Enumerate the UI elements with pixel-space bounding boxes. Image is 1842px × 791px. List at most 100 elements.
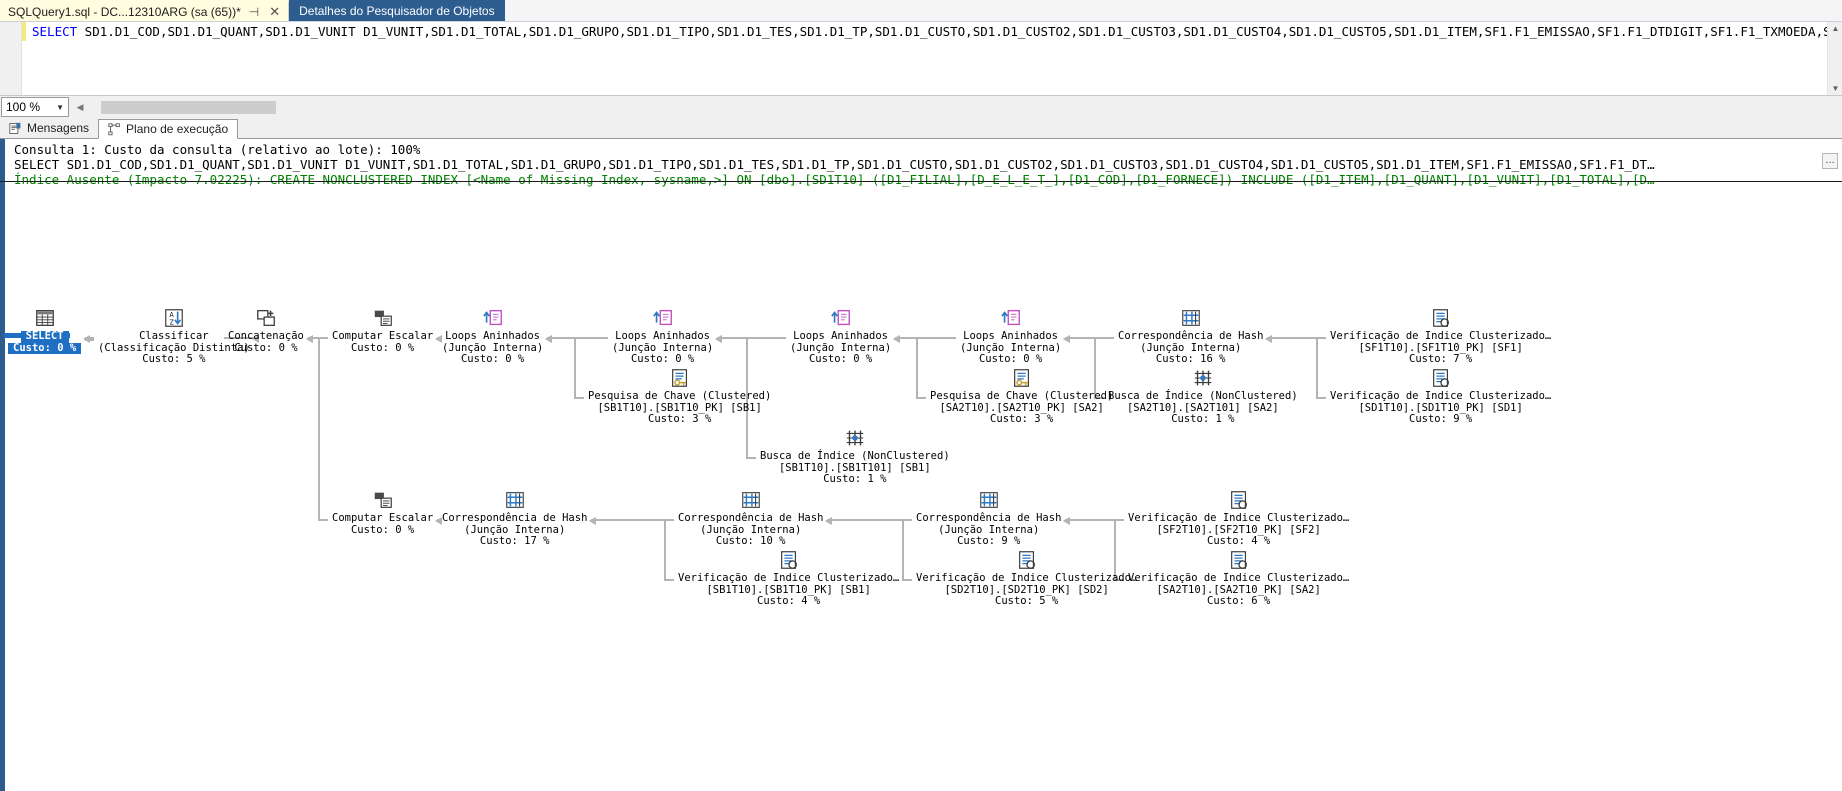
plan-node-idxseek2[interactable]: Busca de Índice (NonClustered)[SB1T10].[… (760, 427, 950, 486)
plan-edge (1114, 579, 1124, 581)
svg-text:A: A (169, 310, 174, 319)
tab-label: Plano de execução (126, 122, 229, 136)
node-label-0: Verificação de Indice Clusterizado… (1330, 330, 1552, 342)
editor-sql-line: SELECT SD1.D1_COD,SD1.D1_QUANT,SD1.D1_VU… (32, 24, 1842, 39)
node-icon-wrap (372, 489, 394, 511)
plan-node-nl3[interactable]: Loops Aninhados(Junção Interna)Custo: 0 … (790, 307, 891, 366)
plan-query-text: SELECT SD1.D1_COD,SD1.D1_QUANT,SD1.D1_VU… (14, 157, 1655, 172)
tab-sqlquery1[interactable]: SQLQuery1.sql - DC...12310ARG (sa (65))*… (0, 0, 290, 21)
plan-node-ciscan1[interactable]: Verificação de Indice Clusterizado…[SF1T… (1330, 307, 1551, 366)
plan-edge (1316, 337, 1318, 397)
node-label-0: SELECT (20, 330, 69, 343)
node-cost: Custo: 1 % (823, 473, 887, 485)
plan-node-ciscan3[interactable]: Verificação de Indice Clusterizado…[SF2T… (1128, 489, 1349, 548)
result-grid-icon (35, 310, 54, 326)
node-icon-wrap (1228, 489, 1250, 511)
node-label-0: Classificar (139, 330, 209, 342)
clustered-index-scan-icon (1230, 491, 1247, 509)
plan-arrowhead (306, 335, 313, 343)
node-label-0: Busca de Índice (NonClustered) (760, 450, 950, 462)
plan-node-keylookup2[interactable]: Pesquisa de Chave (Clustered)[SA2T10].[S… (930, 367, 1113, 426)
node-label-0: Verificação de Indice Clusterizado… (1330, 390, 1552, 402)
node-label-0: Pesquisa de Chave (Clustered) (588, 390, 772, 402)
node-cost: Custo: 0 % (978, 353, 1043, 365)
clustered-index-scan-icon (780, 551, 797, 569)
plan-node-hash4[interactable]: Correspondência de Hash(Junção Interna)C… (916, 489, 1061, 548)
hash-match-icon (979, 492, 998, 508)
node-cost: Custo: 6 % (1207, 595, 1271, 607)
plan-expand-button[interactable]: … (1822, 153, 1838, 169)
plan-node-hash1[interactable]: Correspondência de Hash(Junção Interna)C… (1118, 307, 1263, 366)
node-icon-wrap (669, 367, 691, 389)
plan-edge (318, 337, 320, 519)
node-label-1: (Junção Interna) (700, 523, 802, 536)
editor-change-bar (22, 22, 26, 41)
clustered-index-scan-icon (1432, 309, 1449, 327)
plan-edge (547, 337, 574, 339)
plan-node-keylookup1[interactable]: Pesquisa de Chave (Clustered)[SB1T10].[S… (588, 367, 771, 426)
plan-node-ciscan2[interactable]: Verificação de Indice Clusterizado…[SD1T… (1330, 367, 1551, 426)
plan-node-nl4[interactable]: Loops Aninhados(Junção Interna)Custo: 0 … (960, 307, 1061, 366)
node-cost: Custo: 0 % (234, 341, 298, 354)
clustered-index-scan-icon (1432, 369, 1449, 387)
tab-object-explorer-details[interactable]: Detalhes do Pesquisador de Objetos (289, 0, 505, 21)
node-label-0: Verificação de Indice Clusterizado… (1128, 572, 1350, 584)
node-label-1: [SF2T10].[SF2T10_PK] [SF2] (1156, 523, 1321, 536)
plan-node-ciscan4[interactable]: Verificação de Indice Clusterizado…[SB1T… (678, 549, 899, 608)
svg-text:Z: Z (169, 317, 174, 326)
tab-plano-de-execucao[interactable]: Plano de execução (98, 119, 239, 139)
compute-scalar-icon (374, 492, 392, 508)
node-icon-wrap (652, 307, 674, 329)
chevron-down-icon[interactable]: ▼ (56, 102, 64, 112)
editor-vertical-scrollbar[interactable]: ▲ ▼ (1827, 22, 1842, 95)
node-cost: Custo: 5 % (142, 353, 206, 365)
node-icon-wrap (1430, 367, 1452, 389)
editor-horizontal-scrollbar[interactable]: ◀ (73, 99, 1842, 115)
tab-label: SQLQuery1.sql - DC...12310ARG (sa (65))* (8, 4, 241, 19)
hash-match-icon (741, 492, 760, 508)
node-icon-wrap (778, 549, 800, 571)
plan-node-nl2[interactable]: Loops Aninhados(Junção Interna)Custo: 0 … (612, 307, 713, 366)
plan-arrowhead (715, 335, 722, 343)
plan-node-hash3[interactable]: Correspondência de Hash(Junção Interna)C… (678, 489, 823, 548)
sql-editor-pane[interactable]: SELECT SD1.D1_COD,SD1.D1_QUANT,SD1.D1_VU… (0, 22, 1842, 96)
plan-edge (547, 337, 608, 339)
node-icon-wrap (1011, 367, 1033, 389)
node-cost: Custo: 0 % (808, 353, 873, 365)
node-label-0: Pesquisa de Chave (Clustered) (930, 390, 1114, 402)
hscroll-thumb[interactable] (101, 100, 276, 114)
plan-arrowhead (252, 335, 259, 343)
execution-plan-canvas[interactable]: Consulta 1: Custo da consulta (relativo … (0, 139, 1842, 791)
plan-edge (1316, 397, 1326, 399)
plan-node-ciscan6[interactable]: Verificação de Indice Clusterizado…[SA2T… (1128, 549, 1349, 608)
node-cost: Custo: 17 % (479, 535, 550, 547)
plan-node-nl1[interactable]: Loops Aninhados(Junção Interna)Custo: 0 … (442, 307, 543, 366)
zoom-level-combobox[interactable]: 100 % ▼ (1, 97, 69, 117)
scroll-down-icon[interactable]: ▼ (1831, 84, 1840, 93)
close-icon[interactable]: ✕ (269, 4, 281, 19)
plan-edge (1065, 337, 1094, 339)
plan-arrowhead (1063, 517, 1070, 525)
hash-match-icon (505, 492, 524, 508)
tab-mensagens[interactable]: Mensagens (0, 118, 98, 138)
plan-node-ciscan5[interactable]: Verificação de Indice Clusterizado…[SD2T… (916, 549, 1137, 608)
plan-node-idxseek1[interactable]: Busca de Índice (NonClustered)[SA2T10].[… (1108, 367, 1298, 426)
execution-plan-icon (108, 122, 120, 135)
pin-icon[interactable]: ⊣ (248, 4, 260, 19)
scroll-left-icon[interactable]: ◀ (76, 101, 84, 112)
scroll-up-icon[interactable]: ▲ (1831, 24, 1840, 33)
plan-arrowhead (435, 517, 442, 525)
plan-edge (746, 337, 748, 457)
key-lookup-icon (1013, 369, 1029, 387)
plan-node-hash2[interactable]: Correspondência de Hash(Junção Interna)C… (442, 489, 587, 548)
plan-query-cost-text: Consulta 1: Custo da consulta (relativo … (14, 142, 421, 157)
hscroll-track[interactable] (87, 99, 1842, 115)
plan-header-divider (0, 181, 1842, 182)
node-label-0: Busca de Índice (NonClustered) (1108, 390, 1298, 402)
